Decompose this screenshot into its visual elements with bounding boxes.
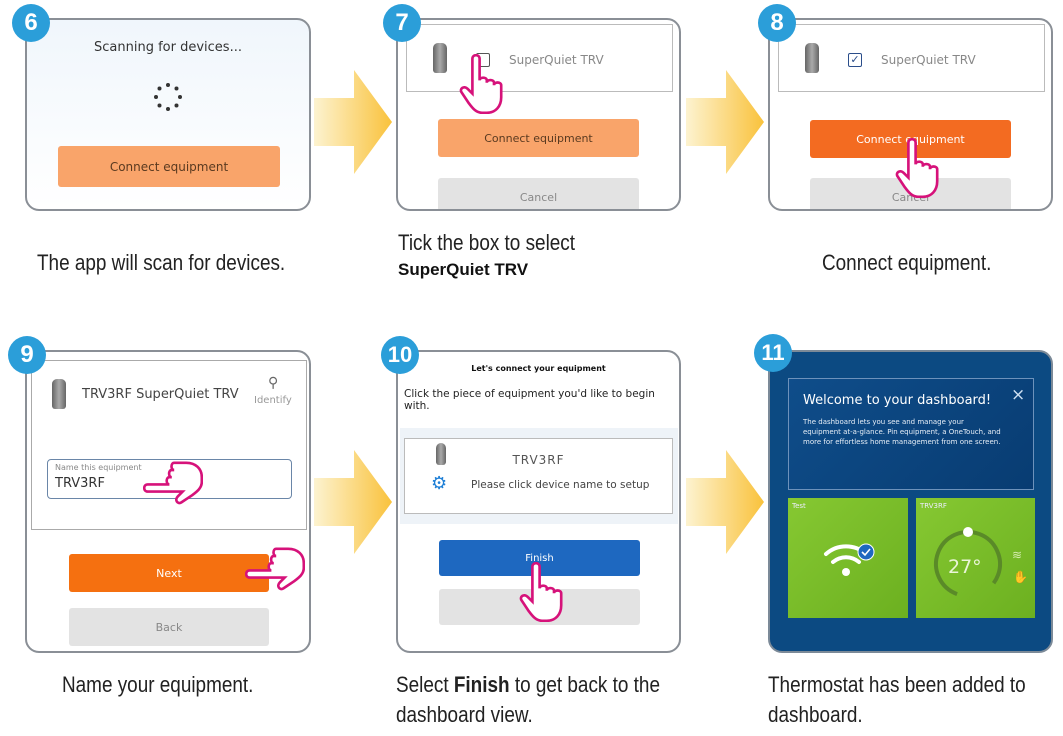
step-6-screen: Scanning for devices... Connect equipmen… [25,18,311,211]
cancel-button[interactable]: Cancel [438,178,639,209]
step-11-screen: Welcome to your dashboard! × The dashboa… [768,350,1053,653]
equipment-name-field[interactable]: Name this equipment TRV3RF [47,459,292,499]
setup-hint: Please click device name to setup [471,479,650,491]
step-8-caption: Connect equipment. [822,250,992,275]
caption-text: dashboard. [768,702,863,727]
connect-subheading: Click the piece of equipment you'd like … [404,388,655,412]
step-11-caption: Thermostat has been added to dashboard. [768,670,1026,730]
field-value: TRV3RF [55,476,105,491]
pointing-hand-icon [894,138,942,198]
welcome-banner: Welcome to your dashboard! × The dashboa… [788,378,1034,490]
welcome-title: Welcome to your dashboard! [803,393,992,408]
trv-icon [805,43,819,73]
equipment-details: TRV3RF SuperQuiet TRV ⚲ Identify Name th… [31,360,307,530]
identify-button[interactable]: Identify [254,395,292,406]
connect-equipment-button[interactable]: Connect equipment [58,146,280,187]
pointing-hand-icon [458,54,506,114]
device-checkbox-checked[interactable]: ✓ [848,53,862,67]
step-7-screen: SuperQuiet TRV Connect equipment Cancel [396,18,681,211]
pointing-hand-icon [245,544,305,592]
step-badge: 6 [12,4,50,42]
loading-spinner-icon [154,83,182,111]
step-badge: 9 [8,336,46,374]
trv-icon [52,379,66,409]
tile-trv3rf[interactable]: TRV3RF 27° ≋ ✋ [916,498,1035,618]
arrow-right-icon [686,70,764,174]
device-card[interactable]: SuperQuiet TRV [406,24,673,92]
caption-text: dashboard view. [396,702,533,727]
arrow-right-icon [314,450,392,554]
equipment-card-trv3rf[interactable]: TRV3RF ⚙ Please click device name to set… [404,438,673,514]
wifi-icon [824,543,875,576]
caption-text: Thermostat has been added to [768,672,1026,697]
next-button[interactable]: Next [69,554,269,592]
thermostat-dial-icon [934,527,1002,598]
caption-text: to get back to the [509,672,660,697]
back-button[interactable]: Back [69,608,269,646]
step-10-caption: Select Finish to get back to the dashboar… [396,670,660,730]
step-9-screen: TRV3RF SuperQuiet TRV ⚲ Identify Name th… [25,350,311,653]
caption-bold: Finish [453,672,510,697]
equipment-list: TRV3RF ⚙ Please click device name to set… [400,428,678,524]
step-7-caption: Tick the box to select [398,230,576,255]
welcome-text: The dashboard lets you see and manage yo… [803,418,1001,446]
settings-gear-icon[interactable]: ⚙ [431,473,448,494]
arrow-right-icon [686,450,764,554]
step-6-caption: The app will scan for devices. [37,250,286,275]
step-badge: 11 [754,334,792,372]
device-card[interactable]: ✓ SuperQuiet TRV [778,24,1045,92]
step-badge: 10 [381,336,419,374]
step-badge: 8 [758,4,796,42]
caption-text: Select [396,672,454,697]
step-7-caption-bold: SuperQuiet TRV [398,260,529,279]
step-9-caption: Name your equipment. [62,672,254,697]
tile-label: Test [792,502,806,510]
tile-label: TRV3RF [920,502,947,510]
close-icon[interactable]: × [1011,385,1026,405]
identify-icon[interactable]: ⚲ [268,375,279,391]
connect-equipment-button[interactable]: Connect equipment [438,119,639,157]
device-name: TRV3RF SuperQuiet TRV [82,387,239,402]
device-name: SuperQuiet TRV [881,53,976,67]
heat-icon: ≋ [1012,548,1023,562]
arrow-right-icon [314,70,392,174]
equipment-name[interactable]: TRV3RF [512,453,565,467]
trv-icon [436,443,446,465]
temperature-value: 27° [948,556,982,578]
scanning-title: Scanning for devices... [94,40,242,55]
step-badge: 7 [383,4,421,42]
connect-heading: Let's connect your equipment [471,364,606,373]
tile-test[interactable]: Test [788,498,908,618]
trv-icon [433,43,447,73]
device-name: SuperQuiet TRV [509,53,604,67]
field-label: Name this equipment [55,463,142,472]
step-8-screen: ✓ SuperQuiet TRV Connect equipment Cance… [768,18,1053,211]
pointing-hand-icon [518,562,566,622]
step-10-screen: Let's connect your equipment Click the p… [396,350,681,653]
manual-hand-icon: ✋ [1013,570,1028,584]
pointing-hand-icon [143,458,203,506]
